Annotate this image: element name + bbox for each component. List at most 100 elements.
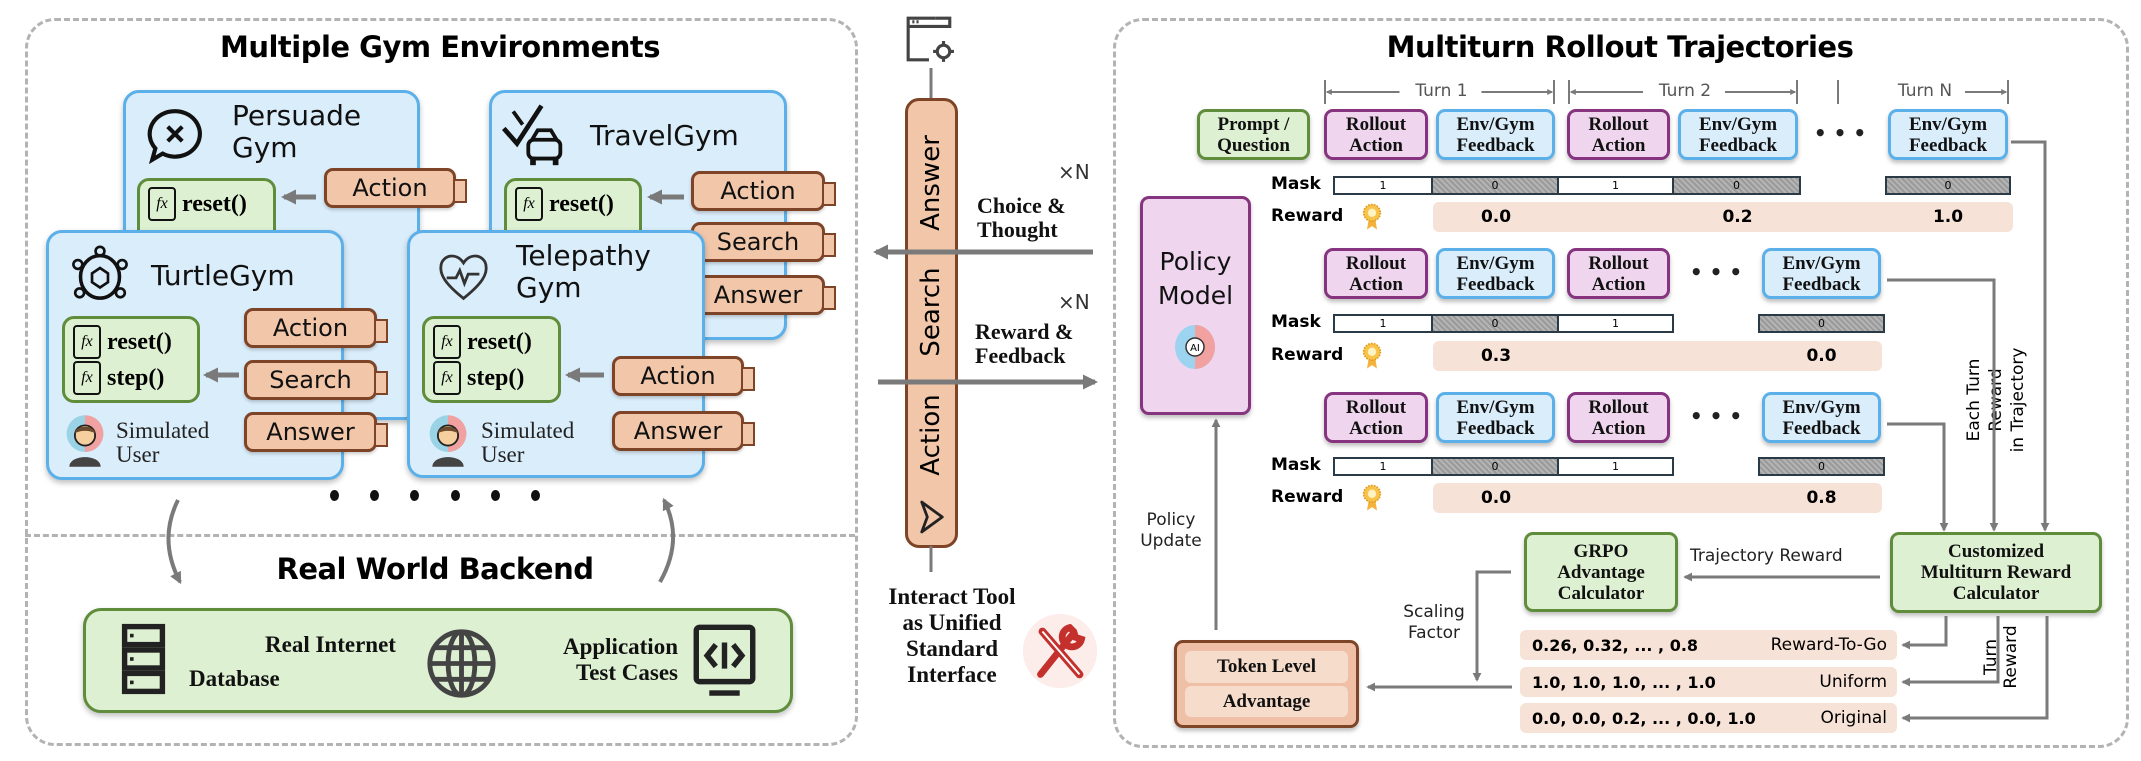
reward-scheme-values: 0.26, 0.32, ... , 0.8: [1532, 635, 1699, 655]
gym-name: TurtleGym: [151, 259, 295, 292]
tool-tag-label: Action: [352, 174, 428, 202]
function-label: step(): [107, 364, 165, 391]
env-feedback-box: Env/Gym Feedback: [1678, 109, 1798, 160]
reward-value: 0.0: [1806, 346, 1837, 366]
simulated-user-icon: [62, 413, 108, 469]
tool-tag-label: Answer: [266, 418, 355, 446]
reward-bar: [1433, 483, 1882, 513]
turn-label: Turn N: [1897, 81, 1953, 101]
rollout-action-box: Rollout Action: [1567, 248, 1670, 299]
usb-plug-icon: [822, 233, 836, 257]
tool-tag-action: Action: [244, 308, 388, 348]
reward-feedback-label: Reward & Feedback: [975, 319, 1074, 368]
mask-segment: 0: [1433, 176, 1559, 195]
trajectory-3-to-calculator: [1887, 422, 1949, 532]
code-monitor-icon: [688, 623, 761, 699]
ellipsis-dot: [530, 490, 540, 501]
scaling-factor-arrow: [1472, 570, 1511, 682]
reward-label: Reward: [1271, 487, 1344, 507]
reward-scheme-name: Original: [1820, 708, 1887, 728]
function-icon: fx: [148, 187, 176, 221]
tool-tag-label: Action: [640, 362, 716, 390]
tool-tag-label: Search: [269, 366, 352, 394]
reward-scheme-name: Uniform: [1819, 672, 1887, 692]
repeat-feedback-label: ×N: [1058, 290, 1090, 314]
env-feedback-box: Env/Gym Feedback: [1762, 392, 1881, 443]
medal-icon: [1362, 202, 1382, 232]
grpo-calculator-box: GRPO Advantage Calculator: [1524, 532, 1678, 612]
tool-tag-search: Search: [691, 222, 836, 262]
backend-to-gym-arrow: [658, 497, 675, 583]
reward-label: Reward: [1271, 345, 1344, 365]
function-label: reset(): [549, 190, 614, 217]
scaling-factor-label: Scaling Factor: [1403, 602, 1465, 643]
function-label: step(): [467, 364, 525, 391]
reward-value: 0.2: [1722, 207, 1753, 227]
mask-label: Mask: [1271, 312, 1321, 332]
turn-ellipsis: • • •: [1813, 121, 1867, 145]
prompt-box: Prompt / Question: [1197, 109, 1310, 160]
medal-icon: [1362, 483, 1382, 513]
reward-scheme-values: 1.0, 1.0, 1.0, ... , 1.0: [1532, 672, 1716, 692]
mask-segment: 0: [1885, 176, 2011, 195]
function-label: reset(): [182, 190, 247, 217]
mask-label: Mask: [1271, 174, 1321, 194]
ellipsis-dot: [330, 490, 339, 501]
reward-scheme-values: 0.0, 0.0, 0.2, ... , 0.0, 1.0: [1532, 708, 1756, 728]
function-icon: fx: [73, 361, 101, 395]
tool-tag-search: Search: [244, 360, 388, 400]
tool-tag-answer: Answer: [612, 411, 755, 451]
tool-tag-action: Action: [324, 168, 467, 208]
ai-icon-label: AI: [1190, 343, 1200, 354]
tool-tag-action: Action: [691, 171, 836, 211]
rollout-action-box: Rollout Action: [1324, 109, 1428, 160]
turn-label: Turn 2: [1658, 81, 1712, 101]
original-arrow: [1901, 616, 2049, 723]
gym-name: TravelGym: [590, 119, 739, 152]
gym-name: Persuade Gym: [232, 99, 362, 164]
mask-segment: 1: [1333, 457, 1433, 476]
tool-tag-action: Action: [612, 356, 755, 396]
simulated-user-label: Simulated User: [116, 418, 210, 467]
tools-icon: [1021, 612, 1099, 690]
tool-tag-label: Action: [720, 177, 796, 205]
reward-scheme-original: 0.0, 0.0, 0.2, ... , 0.0, 1.0 Original: [1520, 703, 1897, 733]
mask-segment: 0: [1758, 314, 1885, 333]
env-feedback-box: Env/Gym Feedback: [1436, 248, 1555, 299]
policy-model-box: [1140, 196, 1251, 415]
database-icon: [112, 623, 175, 695]
mask-segment: 1: [1559, 457, 1674, 476]
backend-title: Real World Backend: [276, 552, 594, 586]
send-icon: [918, 496, 946, 538]
repeat-choice-label: ×N: [1058, 160, 1090, 184]
function-icon: fx: [433, 325, 461, 359]
mask-segment: 0: [1758, 457, 1885, 476]
reward-value: 0.8: [1806, 488, 1837, 508]
trajectory-reward-label: Trajectory Reward: [1690, 546, 1843, 566]
mask-segment: 0: [1433, 457, 1559, 476]
usb-plug-icon: [374, 423, 388, 447]
mask-label: Mask: [1271, 455, 1321, 475]
token-advantage-line: Advantage: [1185, 685, 1348, 717]
simulated-user-label: Simulated User: [481, 418, 575, 467]
reward-bar: [1433, 341, 1882, 371]
tool-tag-label: Answer: [713, 281, 803, 309]
token-advantage-line: Token Level: [1185, 651, 1348, 683]
reward-scheme-uniform: 1.0, 1.0, 1.0, ... , 1.0 Uniform: [1520, 667, 1897, 697]
chat-x-icon: [144, 105, 206, 167]
usb-plug-icon: [741, 367, 755, 391]
backend-internet-label: Real Internet: [265, 632, 396, 657]
backend-database-label: Database: [189, 666, 280, 691]
reward-calculator-box: Customized Multiturn Reward Calculator: [1890, 532, 2102, 613]
heart-pulse-icon: [432, 248, 495, 304]
more-gyms-ellipsis: [330, 490, 540, 510]
mask-segment: 1: [1333, 176, 1433, 195]
backend-box: [83, 608, 793, 713]
ellipsis-dot: [370, 490, 380, 501]
interact-tool-bar[interactable]: [905, 98, 958, 548]
rollout-panel-title: Multiturn Rollout Trajectories: [1386, 30, 1854, 64]
ai-brain-icon: AI: [1173, 323, 1217, 371]
gym-panel-title: Multiple Gym Environments: [219, 30, 661, 64]
